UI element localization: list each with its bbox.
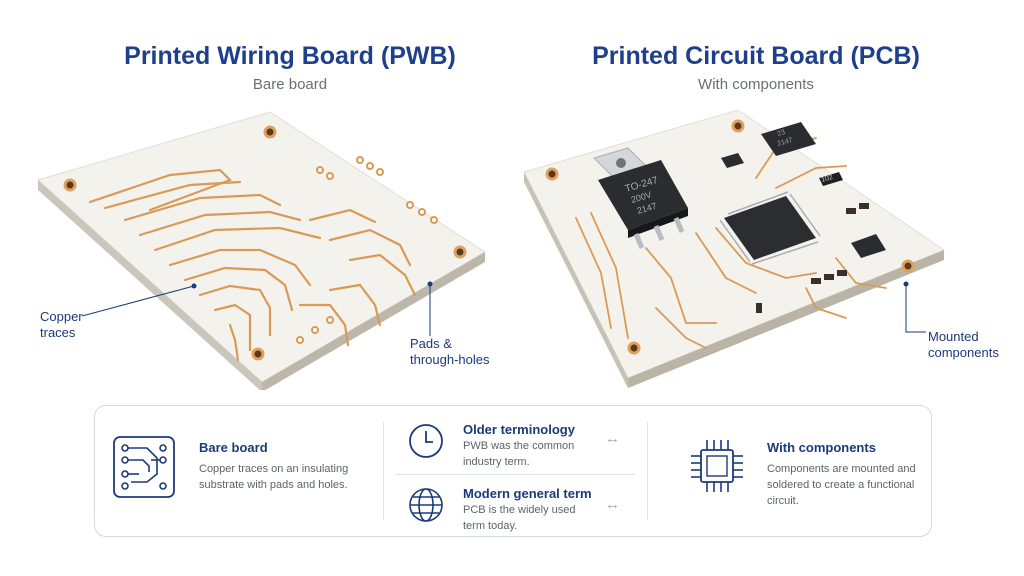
small-chip-top-label: 23 xyxy=(777,129,787,138)
modern-term-desc: PCB is the widely used term today. xyxy=(463,504,576,532)
double-arrow-icon: ↔ xyxy=(605,496,620,513)
copper-traces-callout: Copper traces xyxy=(40,309,83,340)
with-components-title: With components xyxy=(767,440,876,455)
pcb-title: Printed Circuit Board (PCB) xyxy=(592,42,920,70)
copper-traces-leader-line xyxy=(82,283,197,317)
pcb-subtitle: With components xyxy=(698,76,814,93)
mounted-components-callout: Mounted components xyxy=(928,329,999,360)
mounted-leader-line xyxy=(903,281,926,333)
pads-callout: Pads & through-holes xyxy=(410,336,490,367)
pads-leader-line xyxy=(427,281,433,336)
pwb-title: Printed Wiring Board (PWB) xyxy=(124,42,456,70)
chip-icon xyxy=(691,440,743,492)
panel-divider-vertical-2 xyxy=(647,422,648,520)
comparison-info-panel: Bare board Copper traces on an insulatin… xyxy=(94,405,932,537)
capacitor-label: 102 xyxy=(821,174,834,184)
clock-icon xyxy=(409,424,443,458)
with-components-desc: Components are mounted and soldered to c… xyxy=(767,463,916,507)
pwb-subtitle: Bare board xyxy=(252,76,328,93)
circuit-board-icon xyxy=(113,436,175,498)
globe-icon xyxy=(409,488,443,522)
older-terminology-title: Older terminology xyxy=(463,422,575,437)
older-terminology-desc: PWB was the common industry term. xyxy=(463,440,575,468)
panel-divider-horizontal xyxy=(395,474,635,475)
modern-term-title: Modern general term xyxy=(463,486,592,501)
pwb-board-illustration xyxy=(37,111,486,390)
panel-divider-vertical-1 xyxy=(383,422,384,520)
bare-board-title: Bare board xyxy=(199,440,268,455)
double-arrow-icon: ↔ xyxy=(605,430,620,447)
bare-board-desc: Copper traces on an insulating substrate… xyxy=(199,463,349,491)
small-chip-label: 2147 xyxy=(777,137,794,148)
pcb-board-illustration: TO-247 200V 2147 23 2147 102 xyxy=(523,109,946,388)
